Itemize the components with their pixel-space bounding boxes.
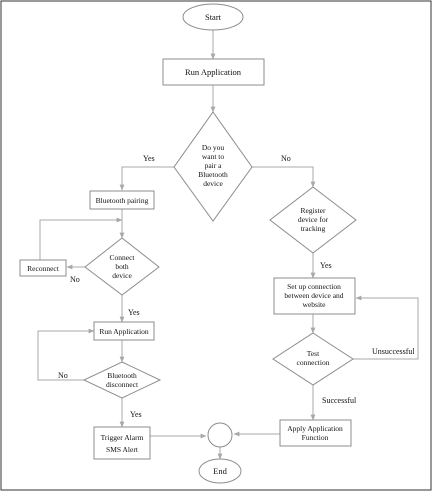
connect-decision-line-3: device [112,271,132,280]
edge-disconnect-no [37,328,95,381]
edge-test-unsuccessful [353,295,419,360]
start-label: Start [205,12,222,22]
start-node: Start [182,3,244,31]
bluetooth-disconnect-decision: Bluetooth disconnect [82,361,162,399]
apply-function-node: Apply Application Function [279,419,352,447]
edge-reconnect-loop [39,217,123,260]
register-decision-line-2: device for [298,215,329,224]
run-application-label: Run Application [185,67,242,77]
disconnect-decision-line-2: disconnect [106,380,139,389]
setup-connection-line-1: Set up connection [287,282,341,291]
disconnect-no-label: No [58,371,68,380]
setup-connection-line-2: between device and [284,291,343,300]
register-device-decision: Register device for tracking [269,186,357,254]
bluetooth-pairing-label: Bluetooth pairing [96,196,149,205]
connect-yes-label: Yes [128,308,140,317]
end-label: End [213,466,227,476]
merge-connector [207,422,233,448]
test-unsuccessful-label: Unsuccessful [372,347,415,356]
reconnect-label: Reconnect [27,264,60,273]
edge-labels: Yes No No Yes Yes Unsuccessful Successfu… [58,154,415,419]
end-node: End [198,458,242,484]
pair-yes-label: Yes [143,154,155,163]
pair-decision-line-4: Bluetooth [198,170,228,179]
pair-bluetooth-decision: Do you want to pair a Bluetooth device [173,111,253,222]
setup-connection-line-3: website [303,300,327,309]
run-application-2-node: Run Application [93,321,155,341]
bluetooth-pairing-node: Bluetooth pairing [89,190,155,210]
disconnect-yes-label: Yes [130,410,142,419]
edge-pair-yes [119,166,174,191]
register-decision-line-1: Register [301,206,326,215]
test-connection-decision: Test connection [272,332,354,386]
run-application-2-label: Run Application [99,327,149,336]
pair-decision-line-5: device [203,179,223,188]
test-successful-label: Successful [322,396,357,405]
register-yes-label: Yes [320,261,332,270]
disconnect-decision-line-1: Bluetooth [107,371,137,380]
test-decision-line-2: connection [297,358,330,367]
trigger-alarm-node: Trigger Alarm SMS Alert [93,426,151,460]
pair-decision-line-1: Do you [202,143,225,152]
apply-function-line-1: Apply Application [287,424,343,433]
connectors [37,30,419,460]
trigger-alarm-line-2: SMS Alert [106,445,139,454]
reconnect-node: Reconnect [19,259,67,277]
connect-decision-line-1: Connect [110,253,136,262]
pair-decision-line-2: want to [202,152,225,161]
pair-no-label: No [281,154,291,163]
test-decision-line-1: Test [307,349,320,358]
connect-devices-decision: Connect both device [84,237,160,296]
register-decision-line-3: tracking [301,224,326,233]
pair-decision-line-3: pair a [205,161,223,170]
apply-function-line-2: Function [302,433,329,442]
connect-decision-line-2: both [115,262,129,271]
connect-no-label: No [70,275,80,284]
setup-connection-node: Set up connection between device and web… [273,277,356,315]
run-application-node: Run Application [162,58,265,86]
edge-pair-no [252,166,316,188]
trigger-alarm-line-1: Trigger Alarm [101,433,144,442]
